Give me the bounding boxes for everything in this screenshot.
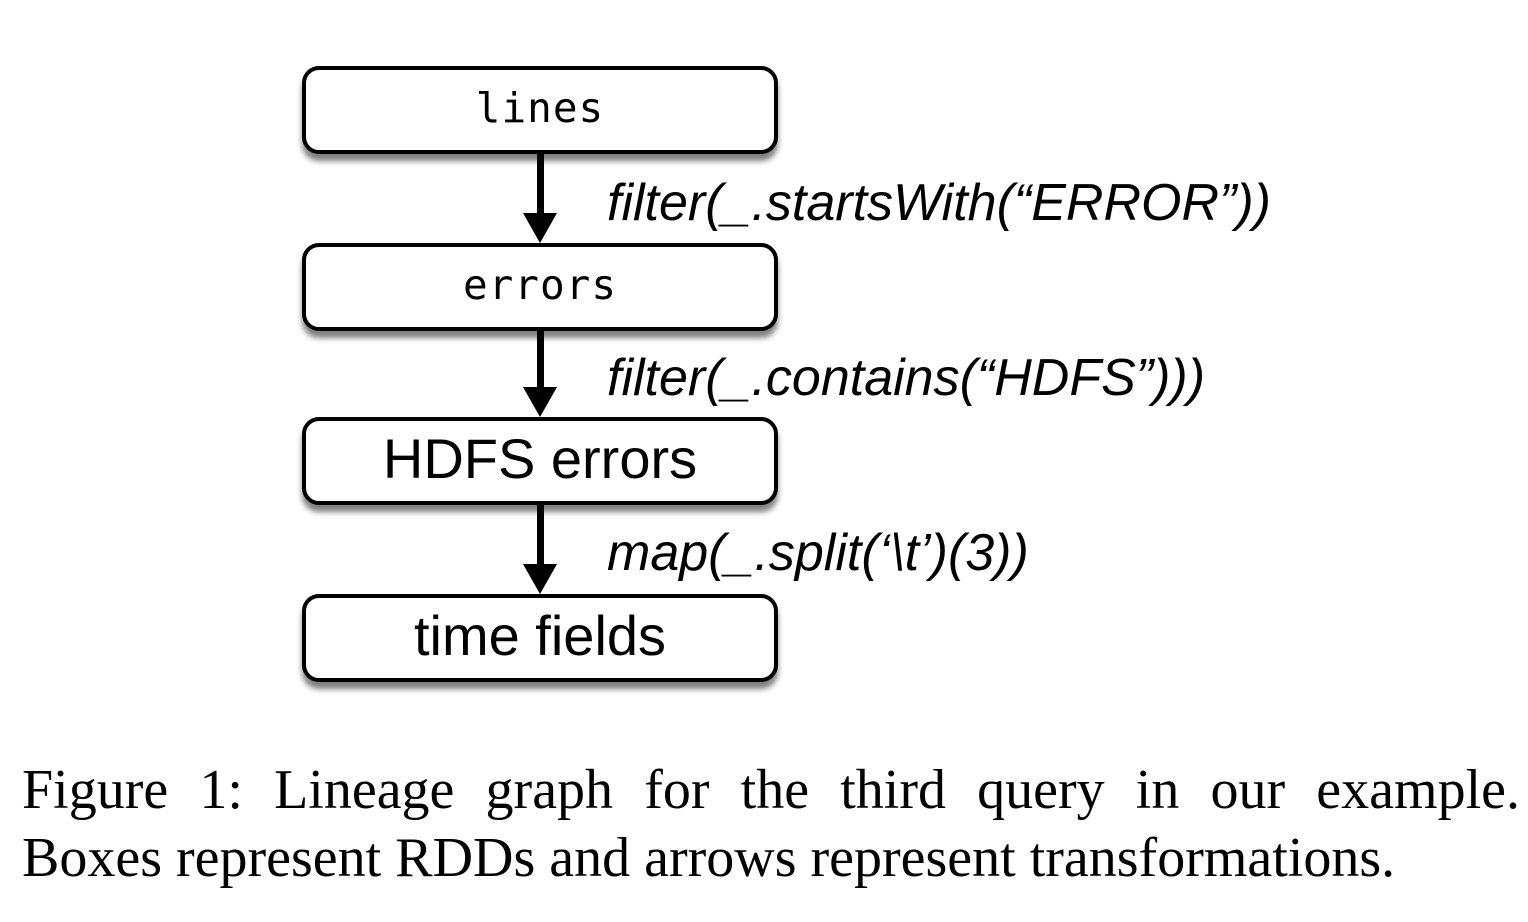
transformation-label-filter-contains: filter(_.contains(“HDFS”))) (607, 349, 1206, 407)
figure-caption: Figure 1: Lineage graph for the third qu… (22, 756, 1520, 892)
rdd-node-errors: errors (302, 243, 778, 331)
lineage-graph-diagram: lines filter(_.startsWith(“ERROR”)) erro… (302, 66, 1271, 682)
rdd-node-label: HDFS errors (382, 427, 698, 490)
rdd-node-label: errors (462, 260, 618, 309)
arrow-down-icon (523, 387, 557, 417)
rdd-node-time-fields: time fields (302, 594, 778, 682)
rdd-node-lines: lines (302, 66, 778, 154)
edge-line (537, 154, 544, 216)
arrow-down-icon (523, 564, 557, 594)
transformation-label-map-split: map(_.split(‘\t’)(3)) (607, 524, 1029, 582)
rdd-node-label: lines (475, 83, 605, 132)
transformation-label-filter-startswith: filter(_.startsWith(“ERROR”)) (607, 174, 1271, 232)
edge-line (537, 331, 544, 390)
edge-line (537, 505, 544, 567)
rdd-node-hdfs-errors: HDFS errors (302, 417, 778, 505)
figure-caption-line-1: Figure 1: Lineage graph for the third qu… (22, 759, 1520, 821)
figure-caption-line-2: Boxes represent RDDs and arrows represen… (22, 827, 1396, 889)
rdd-node-label: time fields (413, 604, 667, 667)
arrow-down-icon (523, 213, 557, 243)
